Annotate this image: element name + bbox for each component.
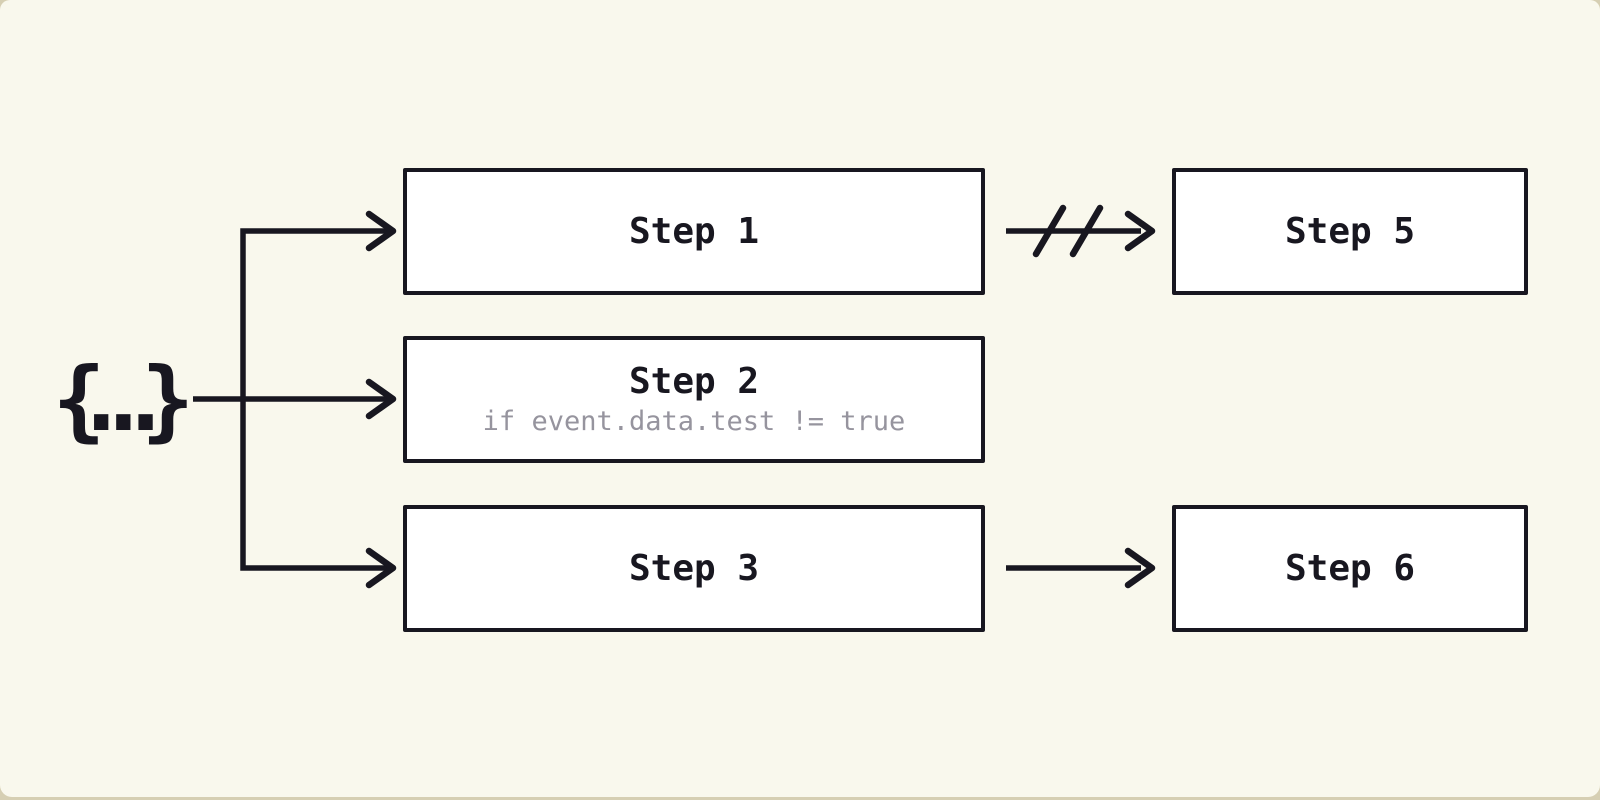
step-2-title: Step 2 bbox=[628, 361, 760, 403]
event-payload-source: {...} bbox=[52, 348, 195, 452]
step-5-title: Step 5 bbox=[1284, 210, 1416, 252]
step-box-2: Step 2 if event.data.test != true bbox=[403, 336, 985, 463]
arrowhead-into-step1-icon bbox=[365, 210, 397, 252]
step-box-6: Step 6 bbox=[1172, 505, 1528, 632]
arrowhead-into-step5-icon bbox=[1124, 210, 1156, 252]
edge-step1-step5-break-slash-2-icon bbox=[1069, 204, 1104, 258]
step-box-5: Step 5 bbox=[1172, 168, 1528, 295]
step-box-1: Step 1 bbox=[403, 168, 985, 295]
step-3-title: Step 3 bbox=[628, 547, 760, 589]
step-1-title: Step 1 bbox=[628, 210, 760, 252]
step-box-3: Step 3 bbox=[403, 505, 985, 632]
arrowhead-into-step3-icon bbox=[365, 547, 397, 589]
arrowhead-into-step6-icon bbox=[1124, 547, 1156, 589]
edge-step1-step5-break-slash-1-icon bbox=[1032, 204, 1067, 258]
braces-ellipsis-icon: {...} bbox=[52, 348, 195, 451]
step-6-title: Step 6 bbox=[1284, 547, 1416, 589]
step-2-condition: if event.data.test != true bbox=[482, 405, 906, 437]
arrowhead-into-step2-icon bbox=[365, 378, 397, 420]
